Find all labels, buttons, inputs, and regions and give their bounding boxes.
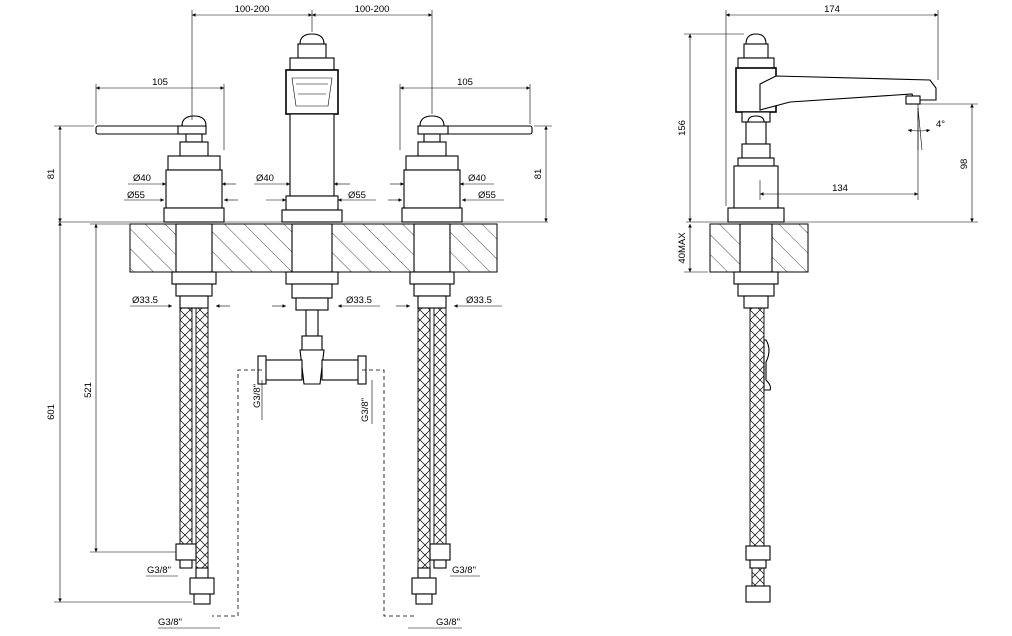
dim-side-height: 156: [677, 120, 688, 136]
thread-right-lower: G3/8": [436, 617, 460, 628]
thread-tee-left: G3/8": [252, 384, 263, 408]
dim-lever-width-left: 105: [152, 77, 168, 88]
thread-right-upper: G3/8": [452, 565, 476, 576]
dim-dia55-right: Ø55: [478, 190, 496, 201]
dim-hose-length: 521: [83, 382, 94, 398]
dim-dia335-left: Ø33.5: [132, 295, 158, 306]
dim-dia40-left: Ø40: [133, 173, 151, 184]
left-hoses: [175, 307, 215, 605]
dim-total-length: 601: [46, 404, 57, 420]
side-view: 174 156 40MAX 98 134 4°: [677, 4, 978, 603]
thread-left-lower: G3/8": [158, 617, 182, 628]
dashed-supply-left: [212, 369, 262, 617]
side-spout: [759, 75, 937, 111]
dim-dia40-center: Ø40: [256, 173, 274, 184]
thread-left-upper: G3/8": [147, 565, 171, 576]
dim-spacing-left: 100-200: [235, 4, 270, 15]
center-spout-assembly: [257, 33, 367, 385]
dim-height-left: 81: [46, 169, 57, 180]
dim-dia55-left: Ø55: [127, 190, 145, 201]
dim-side-deck-max: 40MAX: [677, 232, 688, 264]
left-handle-assembly: [95, 115, 225, 309]
right-hoses: [411, 307, 451, 605]
dim-side-reach: 134: [832, 183, 848, 194]
dim-dia55-center: Ø55: [348, 190, 366, 201]
dim-spacing-right: 100-200: [355, 4, 390, 15]
dim-side-spout-height: 98: [959, 159, 970, 170]
dim-lever-width-right: 105: [457, 77, 473, 88]
front-view: 100-200 100-200 105 105 81 81 Ø40 Ø55 Ø4…: [46, 4, 552, 629]
dim-side-angle: 4°: [936, 119, 945, 130]
right-handle-assembly: [401, 115, 533, 309]
dim-dia40-right: Ø40: [468, 173, 486, 184]
dashed-supply-right: [362, 369, 414, 617]
thread-tee-right: G3/8": [360, 398, 371, 422]
dim-dia335-right: Ø33.5: [466, 295, 492, 306]
dim-height-right: 81: [533, 169, 544, 180]
dim-dia335-center: Ø33.5: [346, 295, 372, 306]
dim-side-width: 174: [824, 4, 840, 15]
